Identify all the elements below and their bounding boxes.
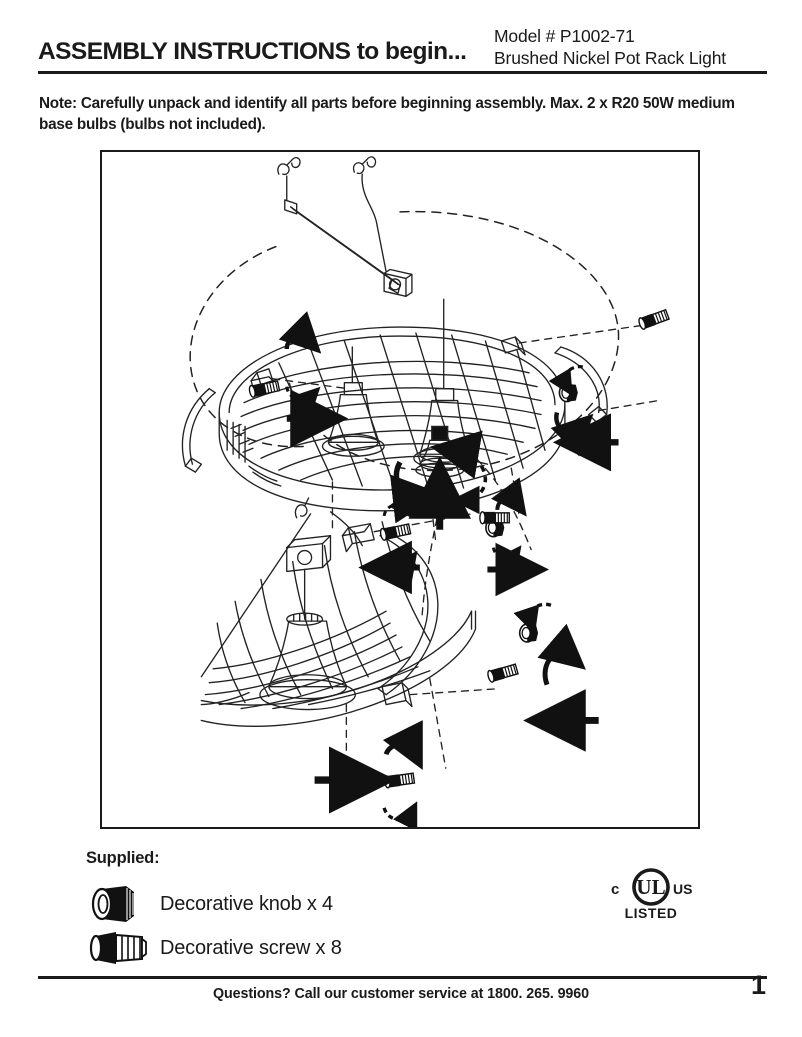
assembly-illustration xyxy=(100,150,700,829)
model-number: Model # P1002-71 xyxy=(494,26,635,46)
page-header: ASSEMBLY INSTRUCTIONS to begin... Model … xyxy=(38,26,766,76)
ul-us-mark: US xyxy=(673,881,692,897)
ul-listed-text: LISTED xyxy=(625,905,678,921)
assembly-diagram-svg xyxy=(181,156,671,827)
supplied-heading: Supplied: xyxy=(86,849,160,867)
list-item: Decorative knob x 4 xyxy=(86,882,333,926)
customer-service-text: Questions? Call our customer service at … xyxy=(213,986,589,1002)
header-divider xyxy=(38,71,767,74)
footer-divider xyxy=(38,976,767,979)
supplied-part-label: Decorative knob x 4 xyxy=(160,892,333,915)
page-title: ASSEMBLY INSTRUCTIONS to begin... xyxy=(38,38,467,65)
ul-logo-text: UL xyxy=(636,875,665,899)
page-number: 1 xyxy=(750,970,766,1000)
product-name: Brushed Nickel Pot Rack Light xyxy=(494,47,727,68)
decorative-knob-icon xyxy=(86,882,158,926)
list-item: Decorative screw x 8 xyxy=(86,926,342,970)
ul-c-mark: c xyxy=(611,881,619,898)
supplied-section: Supplied: Decorative knob x 4 xyxy=(86,849,556,964)
hardware-glyph-group xyxy=(247,308,671,789)
decorative-screw-icon xyxy=(86,926,158,970)
supplied-part-label: Decorative screw x 8 xyxy=(160,936,342,959)
assembly-note: Note: Carefully unpack and identify all … xyxy=(39,95,735,133)
ul-listed-mark: c UL US LISTED xyxy=(603,862,699,924)
product-identification: Model # P1002-71 Brushed Nickel Pot Rack… xyxy=(494,26,766,69)
